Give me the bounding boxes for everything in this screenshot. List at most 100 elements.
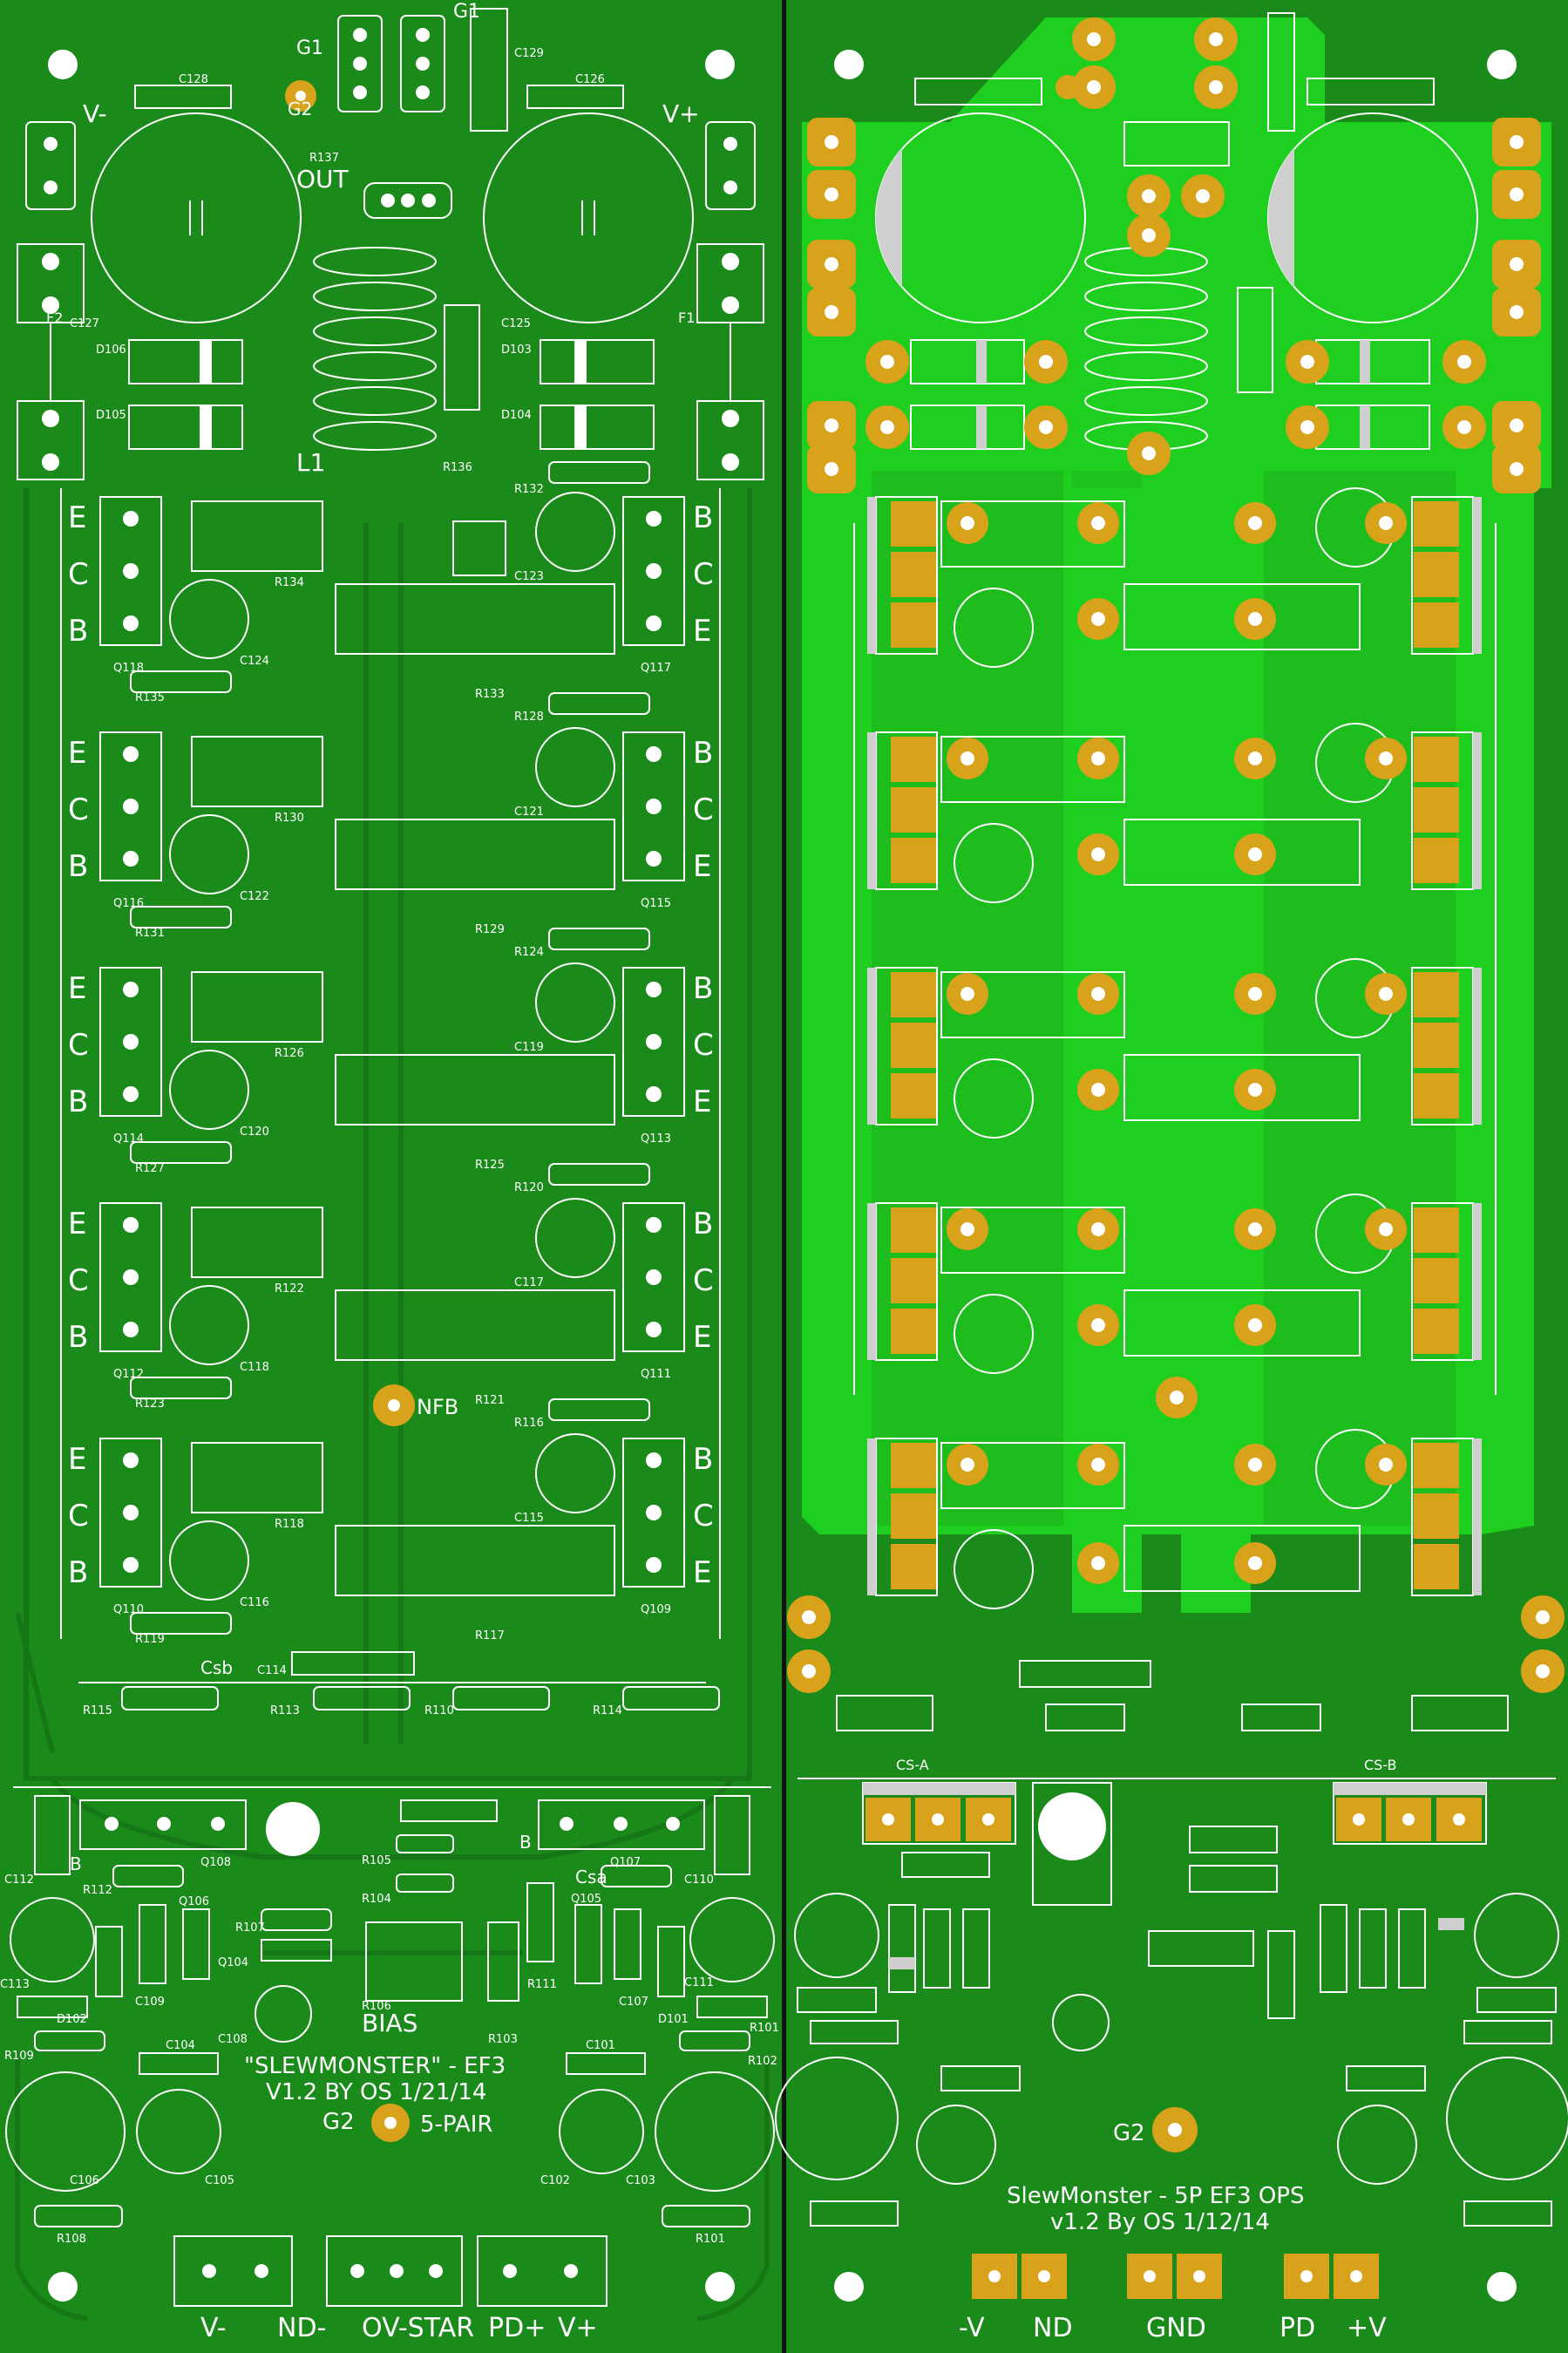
conn-label-neg-v: -V [959,2313,985,2343]
svg-text:R122: R122 [275,1282,304,1296]
svg-text:C120: C120 [240,1125,269,1139]
output-pairs [99,492,685,1601]
svg-text:C105: C105 [205,2174,234,2187]
svg-text:R124: R124 [514,946,544,959]
svg-text:C127: C127 [70,317,99,330]
right-silkscreen [775,12,1568,2302]
right-pad-holes [802,32,1550,2282]
svg-text:R118: R118 [275,1518,304,1531]
svg-text:R132: R132 [514,483,544,496]
svg-text:R103: R103 [488,2033,518,2046]
right-grey-bands [863,148,1486,1969]
svg-text:C109: C109 [135,1996,165,2009]
svg-text:C113: C113 [0,1978,30,1991]
svg-text:R114: R114 [593,1704,622,1717]
svg-text:R101: R101 [696,2233,725,2246]
svg-text:E: E [693,614,711,649]
svg-text:D106: D106 [96,343,126,357]
svg-text:B: B [693,1207,713,1241]
label-b-q107: B [519,1832,532,1853]
svg-text:C125: C125 [501,317,531,330]
svg-text:C: C [693,557,714,592]
svg-text:B: B [693,971,713,1006]
left-text: G1 G1 G2 V- V+ OUT L1 F2 F1 NFB Csb Csa … [0,1,779,2343]
right-connector-labels: -V ND GND PD +V [959,2313,1387,2343]
svg-text:C114: C114 [257,1664,287,1677]
svg-text:C103: C103 [626,2174,655,2187]
svg-text:D103: D103 [501,343,532,357]
svg-text:E: E [693,1320,711,1355]
label-v-minus: V- [83,99,107,128]
svg-text:R125: R125 [475,1159,505,1172]
svg-text:R113: R113 [270,1704,300,1717]
svg-text:R117: R117 [475,1629,505,1642]
svg-text:C111: C111 [684,1976,714,1989]
svg-text:E: E [68,971,86,1006]
left-board [0,0,783,2353]
label-g2-bottom: G2 [322,2109,355,2135]
svg-text:C124: C124 [240,655,269,668]
svg-text:R108: R108 [57,2233,86,2246]
svg-text:E: E [68,1442,86,1477]
svg-text:R115: R115 [83,1704,112,1717]
svg-text:C: C [68,557,89,592]
label-b-q108: B [70,1853,82,1874]
svg-text:R131: R131 [135,927,165,940]
svg-text:R120: R120 [514,1181,544,1194]
conn-label-v-plus: V+ [558,2313,598,2343]
label-csa: Csa [575,1867,608,1887]
svg-text:R121: R121 [475,1394,505,1407]
svg-text:R126: R126 [275,1047,304,1060]
svg-text:C102: C102 [540,2174,570,2187]
copper-title-line1: SlewMonster - 5P EF3 OPS [1007,2183,1304,2209]
component-labels: C128 C129 C126 R137 C127 C125 D106 D105 … [0,47,779,2246]
svg-text:R128: R128 [514,711,544,724]
left-connector-labels: V- ND- OV-STAR PD+ V+ [200,2313,598,2343]
svg-text:E: E [68,1207,86,1241]
svg-text:B: B [693,736,713,771]
svg-text:Q117: Q117 [641,662,671,675]
svg-text:C118: C118 [240,1361,269,1374]
left-silkscreen [5,8,775,2307]
svg-text:B: B [68,1320,88,1355]
svg-text:Q115: Q115 [641,897,671,910]
svg-text:R134: R134 [275,576,304,589]
svg-text:Q104: Q104 [218,1956,248,1969]
svg-text:C: C [693,792,714,827]
board-title-line1: "SLEWMONSTER" - EF3 [244,2053,506,2079]
svg-text:Q106: Q106 [179,1895,209,1908]
svg-text:C119: C119 [514,1041,544,1054]
label-out: OUT [296,165,350,194]
label-g1-a: G1 [296,37,323,59]
conn-label-v-minus: V- [200,2313,227,2343]
svg-text:C129: C129 [514,47,544,60]
left-gold-vias [285,80,415,2142]
svg-text:R112: R112 [83,1884,112,1897]
conn-label-nd-minus: ND- [277,2313,326,2343]
svg-text:D104: D104 [501,409,532,422]
svg-text:R106: R106 [362,2000,391,2013]
conn-label-pd: PD [1280,2313,1315,2343]
svg-text:R102: R102 [748,2055,777,2068]
svg-text:Q113: Q113 [641,1132,671,1146]
label-v-plus: V+ [662,99,700,128]
conn-label-nd: ND [1033,2313,1073,2343]
copper-title-line2: v1.2 By OS 1/12/14 [1050,2209,1270,2235]
label-cs-b: CS-B [1364,1757,1397,1773]
svg-text:C106: C106 [70,2174,99,2187]
svg-text:C108: C108 [218,2033,248,2046]
svg-text:Q114: Q114 [113,1132,144,1146]
svg-text:C: C [68,1499,89,1534]
svg-text:D101: D101 [658,2013,689,2026]
label-five-pair: 5-PAIR [420,2112,492,2138]
svg-text:Q105: Q105 [571,1893,601,1906]
svg-text:C112: C112 [4,1874,34,1887]
svg-text:R116: R116 [514,1417,544,1430]
svg-text:C121: C121 [514,806,544,819]
svg-text:Q116: Q116 [113,897,144,910]
svg-text:R104: R104 [362,1893,391,1906]
label-l1: L1 [296,448,325,477]
conn-label-ov-star: OV-STAR [362,2313,474,2343]
svg-text:R136: R136 [443,461,472,474]
left-trace-outlines [15,488,770,2322]
